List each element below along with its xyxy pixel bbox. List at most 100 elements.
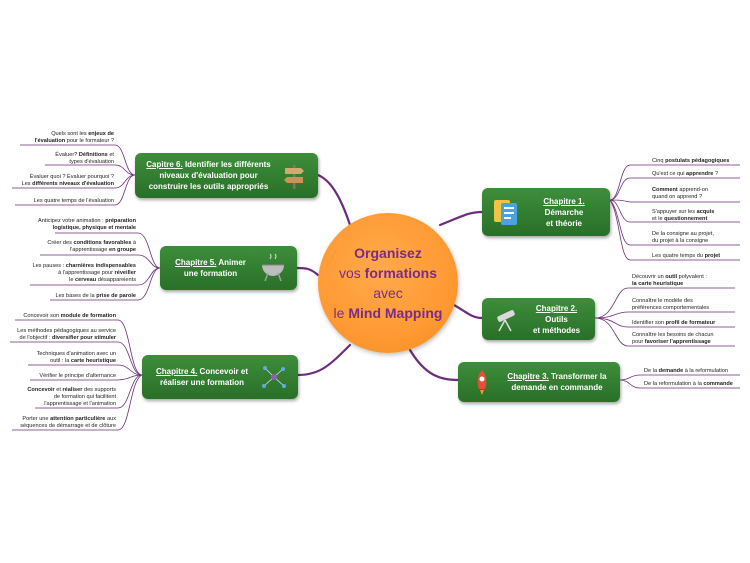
leaf-text: Les quatre temps du	[652, 253, 705, 259]
branch-chapitre-6-text-b: niveaux d'évaluation pour	[159, 171, 258, 180]
connector-ch6	[316, 173, 352, 227]
leaf-ch2-3[interactable]: Identifier son profil de formateur	[632, 320, 715, 327]
leaf-text: et	[54, 387, 63, 393]
leaf-bold: attention particulière	[50, 416, 106, 422]
leaf-text: Évaluer quoi ? Évaluer pourquoi ?	[29, 174, 114, 180]
leaf-text: Cinq	[652, 158, 666, 164]
leaf-text: du projet à la consigne	[652, 238, 709, 244]
leaf-text: De la reformulation à la	[644, 381, 704, 387]
leaf-text: désappareients	[96, 277, 136, 283]
leaf-text: polyvalent :	[677, 274, 707, 280]
network-icon	[256, 359, 292, 395]
branch-chapitre-5-text-a: Animer	[216, 258, 246, 267]
leaf-bold: module de formation	[60, 313, 116, 319]
leaf-bold: Définitions	[78, 152, 108, 158]
leaf-bold: conditions favorables	[73, 240, 132, 246]
branch-chapitre-4-link[interactable]: Chapitre 4.	[155, 367, 198, 376]
branch-chapitre-2-link[interactable]: Chapitre 2.	[535, 303, 578, 313]
leaf-text: Porter une	[22, 416, 51, 422]
branch-chapitre-3-link[interactable]: Chapitre 3.	[507, 372, 549, 381]
branch-chapitre-1-text-b: et théorie	[545, 218, 582, 228]
leaf-text: Les pauses :	[32, 263, 66, 269]
leaf-text: à la reformulation	[683, 368, 728, 374]
leaf-text: et	[107, 152, 114, 158]
leaf-ch2-1[interactable]: Découvrir un outil polyvalent :la carte …	[632, 274, 707, 288]
leaf-text: S'appuyer sur les	[652, 209, 697, 215]
leaf-ch3-2[interactable]: De la reformulation à la commande	[644, 381, 733, 388]
leaf-text: Concevoir son	[23, 313, 61, 319]
leaf-bold: projet	[704, 253, 721, 259]
leaf-ch1-5[interactable]: De la consigne au projet,du projet à la …	[652, 231, 714, 245]
leaf-ch6-4[interactable]: Les quatre temps de l'évaluation	[10, 198, 114, 205]
leaf-text: préférences comportementales	[632, 305, 710, 311]
leaf-bold: Comment	[652, 187, 678, 193]
central-topic[interactable]: Organisez vos formations avec le Mind Ma…	[318, 213, 458, 353]
leaf-ch5-4[interactable]: Les bases de la prise de parole	[20, 293, 136, 300]
grill-icon	[255, 250, 291, 286]
central-topic-line1: Organisez	[354, 245, 422, 261]
leaf-bold: préparation	[105, 218, 136, 224]
rocket-icon	[464, 364, 500, 400]
leaf-text: De la consigne au projet,	[652, 231, 714, 237]
leaf-text: pour	[632, 339, 645, 345]
leaf-text: Créer des	[47, 240, 74, 246]
leaf-bold: l'évaluation	[34, 138, 66, 144]
central-topic-line4-bold: Mind Mapping	[348, 305, 443, 321]
connector-ch3	[408, 348, 460, 382]
branch-chapitre-1-link[interactable]: Chapitre 1.	[543, 196, 585, 206]
branch-chapitre-5-link[interactable]: Chapitre 5.	[175, 258, 217, 267]
leaf-text: Vérifier le principe d'alternance	[39, 373, 116, 379]
leaf-text: Les quatre temps de l'évaluation	[33, 198, 114, 204]
leaf-ch1-6[interactable]: Les quatre temps du projet	[652, 253, 720, 260]
leaf-text: quand on apprend ?	[652, 194, 703, 200]
leaf-bold: en groupe	[108, 247, 136, 253]
central-topic-line3: avec	[373, 285, 403, 301]
connector-ch1	[438, 210, 484, 227]
leaf-ch3-1[interactable]: De la demande à la reformulation	[644, 368, 728, 375]
branch-chapitre-6-link[interactable]: Capitre 6.	[146, 160, 183, 169]
leaf-bold: outil	[665, 274, 678, 280]
central-topic-line4-prefix: le	[333, 305, 349, 321]
leaf-bold: réveiller	[114, 270, 136, 276]
leaf-text: l'apprentissage	[69, 247, 109, 253]
leaf-ch1-2[interactable]: Qu'est ce qui apprendre ?	[652, 171, 718, 178]
leaf-text: Identifier son	[632, 320, 666, 326]
leaf-bold: Concevoir	[27, 387, 55, 393]
leaf-ch4-4[interactable]: Vérifier le principe d'alternance	[10, 373, 116, 380]
leaf-text: le	[69, 277, 76, 283]
central-topic-line2-prefix: vos	[338, 265, 365, 281]
leaf-text: Quels sont les	[51, 131, 89, 137]
leaf-ch1-1[interactable]: Cinq postulats pédagogiques	[652, 158, 729, 165]
branch-chapitre-6-text-c: construire les outils appropriés	[148, 182, 269, 191]
leaf-text: des supports	[82, 387, 116, 393]
leaf-text: ?	[713, 171, 719, 177]
leaf-ch6-3[interactable]: Évaluer quoi ? Évaluer pourquoi ?Les dif…	[4, 174, 114, 188]
leaf-text: types d'évaluation	[69, 159, 114, 165]
leaf-text: Techniques d'animation avec un	[36, 351, 116, 357]
central-topic-line2: vos formations	[339, 263, 437, 283]
leaf-ch4-1[interactable]: Concevoir son module de formation	[10, 313, 116, 320]
